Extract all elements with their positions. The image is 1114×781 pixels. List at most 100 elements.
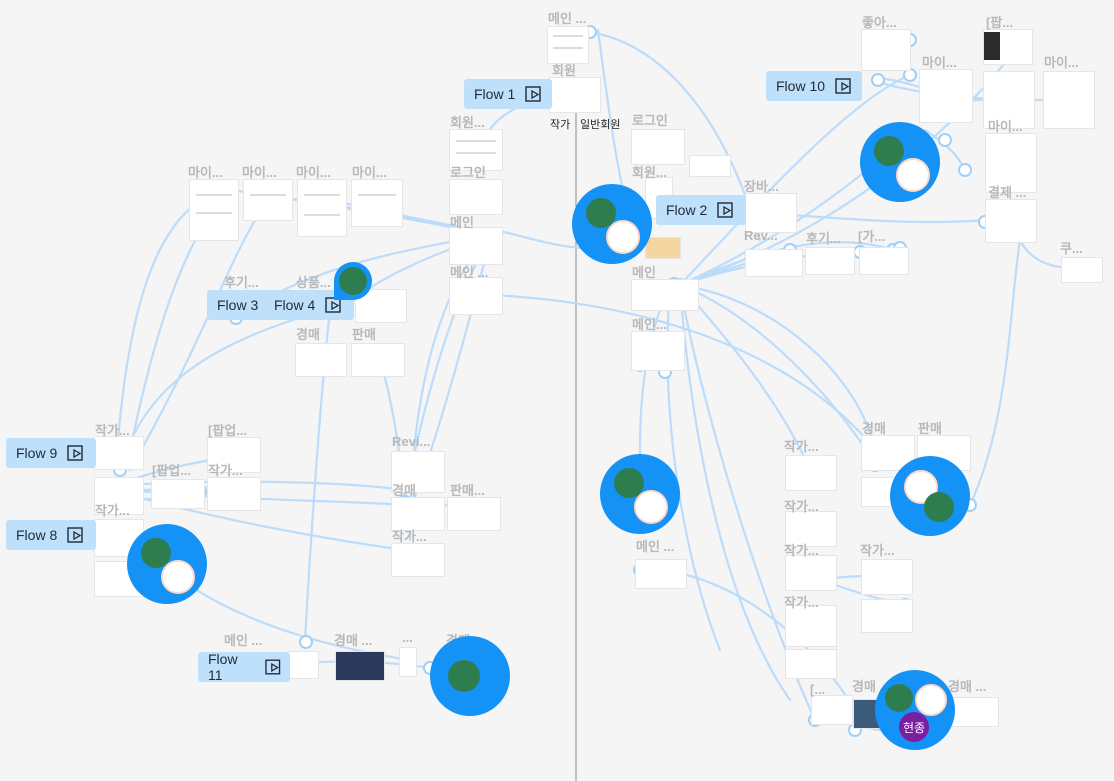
screen-auction3[interactable] <box>336 652 384 680</box>
screen-dots[interactable] <box>400 648 416 676</box>
screen-login-c[interactable] <box>632 130 684 164</box>
screen-auction-r3[interactable] <box>950 698 998 726</box>
screen-main-top[interactable] <box>548 27 588 63</box>
flow-8-tag[interactable]: Flow 8 <box>6 520 96 550</box>
screen-sell1[interactable] <box>352 344 404 376</box>
flow-3-label: Flow 3 <box>217 297 259 313</box>
screen-mypage4[interactable] <box>352 180 402 226</box>
screen-review-c[interactable] <box>806 248 854 274</box>
screen-sell2[interactable] <box>448 498 500 530</box>
screen-payment[interactable] <box>986 200 1036 242</box>
screen-writer-r2[interactable] <box>786 512 836 546</box>
collaborator-cursor[interactable]: 현종 <box>875 670 955 750</box>
screen-auction2[interactable] <box>392 498 444 530</box>
label-mypage-r3: 마이... <box>988 119 1023 134</box>
screen-mypage-r3[interactable] <box>1044 72 1094 128</box>
screen-writer-r4[interactable] <box>862 560 912 594</box>
flow-1-tag[interactable]: Flow 1 <box>464 79 552 109</box>
screen-member[interactable] <box>550 78 600 112</box>
label-auction-r: 경매 <box>862 421 886 436</box>
screen-rev-c[interactable] <box>746 250 802 276</box>
label-writer2: 작가... <box>208 463 243 478</box>
screen-mypage-r1[interactable] <box>920 70 972 122</box>
label-mypage4: 마이... <box>352 165 387 180</box>
label-login: 로그인 <box>450 165 486 180</box>
collaborator-cursor[interactable] <box>890 456 970 536</box>
screen-writer1[interactable] <box>95 437 143 469</box>
play-icon[interactable] <box>717 202 735 218</box>
screen-auction1[interactable] <box>296 344 346 376</box>
screen-popup-r[interactable] <box>984 30 1032 64</box>
label-popup2: [팝업... <box>152 463 192 478</box>
screen-main-low[interactable] <box>288 652 318 678</box>
play-icon[interactable] <box>264 659 282 675</box>
flow-3-tag[interactable]: Flow 3 <box>207 290 271 320</box>
label-sell2: 판매... <box>450 483 485 498</box>
screen-main-c[interactable] <box>632 280 698 310</box>
screen-writer-list[interactable] <box>95 478 143 514</box>
screen-coupon[interactable] <box>1062 258 1102 282</box>
screen-gamun[interactable] <box>860 248 908 274</box>
screen-popup1[interactable] <box>208 438 260 472</box>
flow-2-tag[interactable]: Flow 2 <box>656 195 746 225</box>
screen-writer4[interactable] <box>208 478 260 510</box>
screen-writer5[interactable] <box>392 544 444 576</box>
screen-popup2[interactable] <box>152 480 204 508</box>
label-review: 후기... <box>224 275 259 290</box>
screen-mypage1[interactable] <box>190 180 238 240</box>
avatar <box>141 538 171 568</box>
label-dots: ... <box>402 630 413 645</box>
screen-like[interactable] <box>862 30 910 70</box>
screen-cart[interactable] <box>746 194 796 232</box>
screen-writer-r1[interactable] <box>786 456 836 490</box>
flow-9-label: Flow 9 <box>16 445 58 461</box>
collaborator-cursor[interactable] <box>860 122 940 202</box>
play-icon[interactable] <box>67 527 85 543</box>
collaborator-cursor[interactable] <box>127 524 207 604</box>
collaborator-cursor[interactable] <box>572 184 652 264</box>
play-icon[interactable] <box>835 78 853 94</box>
screen-main-c2[interactable] <box>632 332 684 370</box>
section-writer: 작가 <box>550 119 571 131</box>
collaborator-cursor[interactable] <box>430 636 510 716</box>
screen-main-mid2[interactable] <box>450 278 502 314</box>
avatar <box>614 468 644 498</box>
avatar <box>161 560 195 594</box>
label-bracket: [... <box>810 682 826 697</box>
screen-main-mid[interactable] <box>450 228 502 264</box>
play-icon[interactable] <box>525 86 543 102</box>
flow-10-tag[interactable]: Flow 10 <box>766 71 862 101</box>
section-general-member: 일반회원 <box>580 119 621 131</box>
screen-thumb[interactable] <box>646 238 680 258</box>
collaborator-cursor[interactable] <box>334 262 372 300</box>
screen-writer-r6[interactable] <box>786 650 836 678</box>
screen-login[interactable] <box>450 180 502 214</box>
screen-mypage2[interactable] <box>244 180 292 220</box>
screen-writer-r3[interactable] <box>786 556 836 590</box>
screen-mypage-r4[interactable] <box>986 134 1036 192</box>
screen-bracket[interactable] <box>812 696 852 724</box>
screen-alert[interactable] <box>690 156 730 176</box>
screen-writer-r5[interactable] <box>786 606 836 646</box>
label-member-c: 회원... <box>632 165 667 180</box>
play-icon[interactable] <box>325 297 343 313</box>
label-revi: Revi... <box>392 434 431 449</box>
screen-main-c3[interactable] <box>636 560 686 588</box>
flow-8-label: Flow 8 <box>16 527 58 543</box>
flow-9-tag[interactable]: Flow 9 <box>6 438 96 468</box>
flow-10-label: Flow 10 <box>776 78 826 94</box>
label-login2: 로그인 <box>632 113 668 128</box>
screen-member2[interactable] <box>450 130 502 170</box>
screen-mypage3[interactable] <box>298 180 346 236</box>
play-icon[interactable] <box>67 445 85 461</box>
flow-11-tag[interactable]: Flow 11 <box>198 651 290 683</box>
flow-1-label: Flow 1 <box>474 86 516 102</box>
screen-revi[interactable] <box>392 452 444 492</box>
label-writer1: 작가... <box>95 423 130 438</box>
label-rev-c: Rev... <box>744 228 778 243</box>
label-writer4: 작가... <box>392 529 427 544</box>
screen-writer-r4b[interactable] <box>862 600 912 632</box>
screen-mypage-r2[interactable] <box>984 72 1034 128</box>
collaborator-cursor[interactable] <box>600 454 680 534</box>
label-writer-r2: 작가... <box>784 499 819 514</box>
